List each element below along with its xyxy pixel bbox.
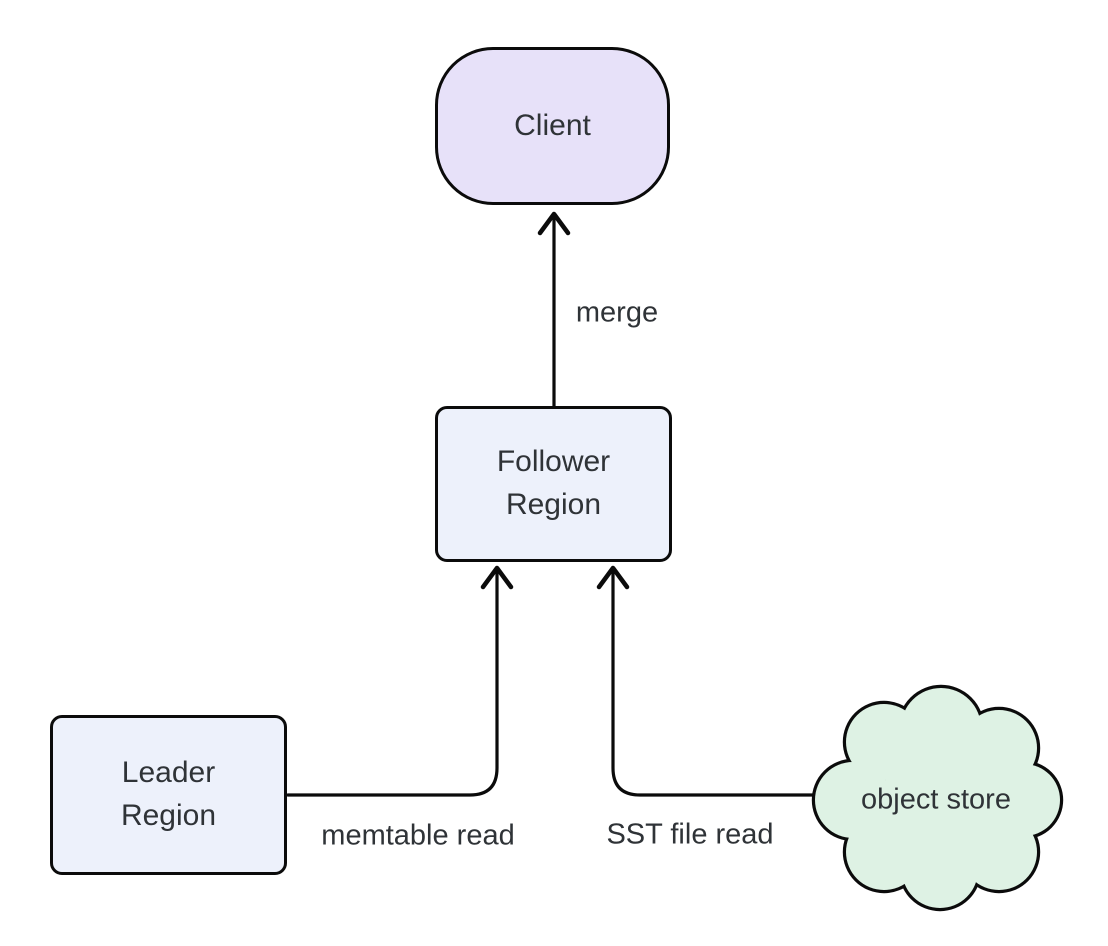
memtable-edge-line xyxy=(286,568,499,797)
sst-arrowhead-icon xyxy=(596,565,630,590)
node-follower-region: Follower Region xyxy=(435,406,672,562)
client-label: Client xyxy=(514,108,591,142)
object-store-cloud-shape xyxy=(811,684,1064,912)
leader-region-label: Leader Region xyxy=(120,756,217,832)
follower-region-label: Follower Region xyxy=(496,445,611,521)
merge-arrowhead-icon xyxy=(537,211,571,236)
object-store-label: object store xyxy=(861,783,1011,816)
sst-edge-line xyxy=(611,568,820,797)
sst-file-read-edge-label: SST file read xyxy=(602,818,778,852)
node-client: Client xyxy=(435,47,670,205)
memtable-read-edge-label: memtable read xyxy=(317,819,519,853)
merge-edge-label: merge xyxy=(571,296,663,330)
node-leader-region: Leader Region xyxy=(50,715,287,875)
memtable-arrowhead-icon xyxy=(480,565,514,590)
